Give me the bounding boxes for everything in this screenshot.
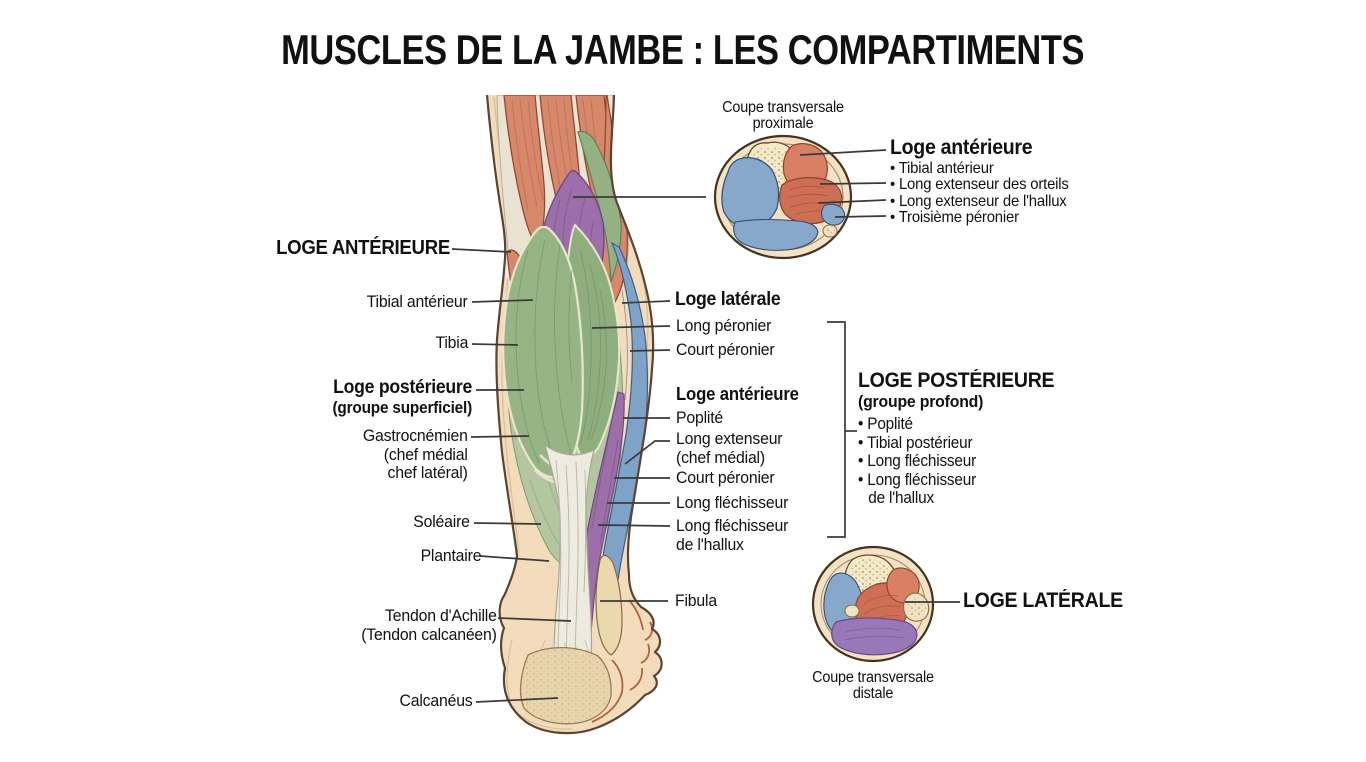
label-loge-laterale-distal: LOGE LATÉRALE bbox=[963, 589, 1123, 612]
label-long-flechisseur-hallux-line2: de l'hallux bbox=[676, 535, 744, 554]
distal-caption-line2: distale bbox=[852, 684, 894, 702]
label-poplite: Poplité bbox=[676, 408, 724, 427]
posterior-bracket bbox=[827, 321, 857, 538]
label-loge-anterieure-left: LOGE ANTÉRIEURE bbox=[276, 237, 450, 259]
label-long-extenseur-line1: Long extenseur bbox=[676, 429, 783, 448]
label-long-extenseur-line2: (chef médial) bbox=[676, 447, 765, 467]
loge-posterieure-item: • Poplité bbox=[858, 415, 913, 433]
page-title: MUSCLES DE LA JAMBE : LES COMPARTIMENTS bbox=[281, 26, 1085, 73]
label-court-peronier: Court péronier bbox=[676, 340, 775, 359]
foot-toe-lines bbox=[591, 599, 653, 723]
label-tendon-achille: Tendon d'Achille (Tendon calcanéen) bbox=[361, 606, 497, 644]
loge-anterieure-block-items: • Tibial antérieur • Long extenseur des … bbox=[890, 160, 1069, 226]
label-tibial-anterieur: Tibial antérieur bbox=[366, 292, 468, 311]
distal-caption-line1: Coupe transversale bbox=[812, 669, 934, 686]
leg-illustration bbox=[485, 94, 663, 735]
distal-cross-section bbox=[811, 545, 935, 663]
posterior-blue-lobe bbox=[721, 157, 780, 229]
loge-posterieure-item: • Tibial postérieur bbox=[858, 433, 973, 452]
label-long-flechisseur-hallux-line1: Long fléchisseur bbox=[676, 516, 789, 535]
loge-posterieure-profonde-block: LOGE POSTÉRIEURE (groupe profond) • Popl… bbox=[858, 369, 1055, 508]
loge-anterieure-item: • Troisième péronier bbox=[890, 208, 1019, 226]
loge-anterieure-item: • Long extenseur de l'hallux bbox=[890, 192, 1067, 210]
label-long-flechisseur-hallux: Long fléchisseur de l'hallux bbox=[676, 516, 788, 554]
label-loge-posterieure-line2: (groupe superficiel) bbox=[332, 399, 472, 417]
loge-posterieure-item: • Long fléchisseur bbox=[858, 470, 977, 489]
small-bone-dot bbox=[844, 604, 860, 618]
label-plantaire: Plantaire bbox=[420, 546, 481, 565]
label-tendon-achille-line1: Tendon d'Achille bbox=[385, 606, 497, 625]
loge-anterieure-item: • Tibial antérieur bbox=[890, 160, 994, 177]
label-long-peronier: Long péronier bbox=[676, 316, 772, 335]
loge-anterieure-block-heading: Loge antérieure bbox=[890, 136, 1033, 159]
label-gastrocnemien: Gastrocnémien (chef médial chef latéral) bbox=[363, 426, 468, 483]
small-blue-blob bbox=[821, 203, 846, 226]
leader-lines bbox=[451, 149, 960, 703]
deep-purple-lobe bbox=[831, 617, 918, 656]
label-tibia: Tibia bbox=[435, 333, 468, 352]
proximal-caption: Coupe transversale proximale bbox=[709, 100, 858, 131]
label-court-peronier-2: Court péronier bbox=[676, 468, 775, 487]
label-loge-posterieure-line1: Loge postérieure bbox=[333, 377, 472, 398]
label-soleaire: Soléaire bbox=[413, 512, 470, 531]
fibula-bone-distal bbox=[903, 592, 930, 622]
distal-caption: Coupe transversale distale bbox=[799, 670, 948, 701]
label-gastrocnemien-line3: chef latéral) bbox=[387, 463, 468, 482]
loge-posterieure-profonde-heading: LOGE POSTÉRIEURE bbox=[858, 369, 1055, 392]
label-gastrocnemien-line2: (chef médial bbox=[384, 444, 468, 464]
label-gastrocnemien-line1: Gastrocnémien bbox=[363, 426, 468, 445]
bottom-blue-band bbox=[733, 219, 819, 251]
loge-posterieure-profonde-subheading: (groupe profond) bbox=[858, 392, 984, 411]
calcaneus-heel bbox=[506, 639, 612, 730]
proximal-caption-line2: proximale bbox=[752, 114, 814, 132]
loge-posterieure-item-continuation: de l'hallux bbox=[868, 489, 934, 508]
proximal-cross-section bbox=[713, 134, 853, 260]
loge-anterieure-block: Loge antérieure • Tibial antérieur • Lon… bbox=[890, 136, 1069, 226]
label-tendon-achille-line2: (Tendon calcanéen) bbox=[361, 624, 497, 644]
loge-posterieure-profonde-items: • Poplité • Tibial postérieur • Long flé… bbox=[858, 415, 1054, 508]
loge-posterieure-item: • Long fléchisseur bbox=[858, 452, 977, 471]
fibula-bone-section bbox=[822, 224, 838, 238]
label-fibula: Fibula bbox=[675, 591, 717, 610]
label-long-flechisseur: Long fléchisseur bbox=[676, 493, 789, 512]
label-loge-anterieure-mid: Loge antérieure bbox=[676, 384, 799, 404]
loge-anterieure-item: • Long extenseur des orteils bbox=[890, 176, 1069, 194]
label-calcaneus: Calcanéus bbox=[399, 691, 473, 710]
label-long-extenseur: Long extenseur (chef médial) bbox=[676, 429, 783, 467]
proximal-caption-line1: Coupe transversale bbox=[722, 99, 844, 116]
fibula-bone bbox=[595, 554, 623, 656]
label-loge-laterale-mid: Loge latérale bbox=[675, 289, 781, 310]
label-loge-posterieure-superficielle: Loge postérieure (groupe superficiel) bbox=[332, 377, 472, 418]
